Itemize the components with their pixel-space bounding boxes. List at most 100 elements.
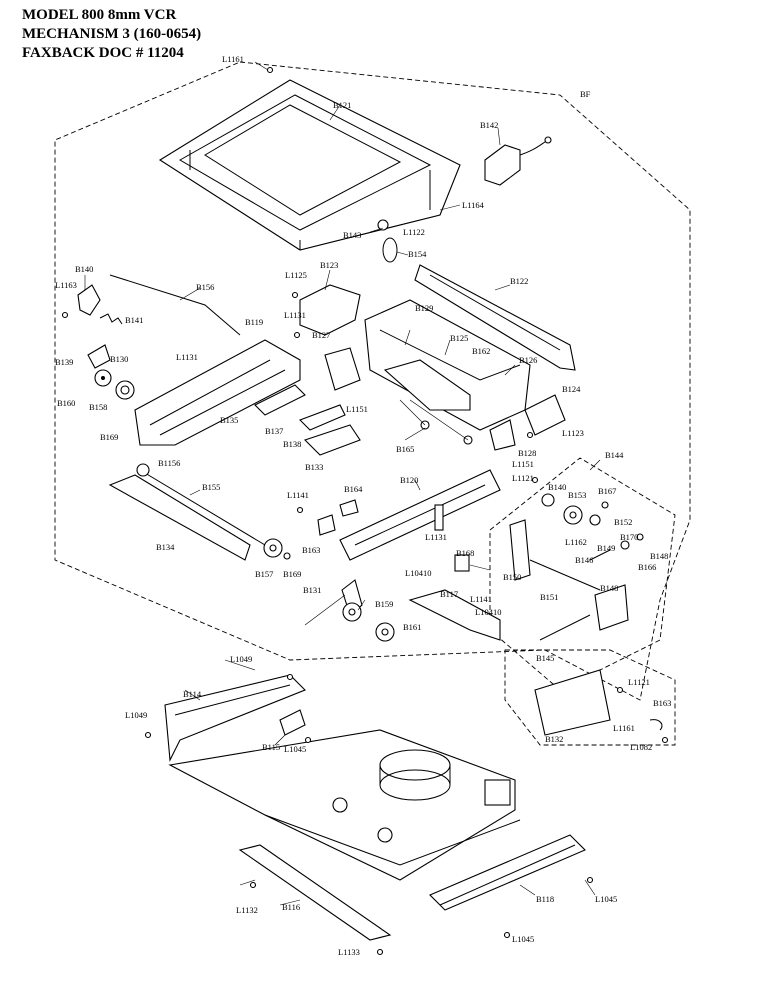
part-b132-bracket <box>534 669 611 736</box>
label-b117: B117 <box>440 589 458 599</box>
faxback-doc-title: FAXBACK DOC # 11204 <box>22 45 184 61</box>
label-b116: B116 <box>282 902 300 912</box>
label-b140-top: B140 <box>75 264 93 274</box>
label-l1045-upper: L1045 <box>284 744 306 754</box>
label-b114: B114 <box>183 689 202 699</box>
label-l1131-mid: L1131 <box>176 352 198 362</box>
part-b156-wire <box>109 274 241 336</box>
label-l1133: L1133 <box>338 947 360 957</box>
part-b148-bracket <box>594 584 629 631</box>
label-b162: B162 <box>472 346 490 356</box>
part-l1082-spring <box>649 719 663 731</box>
part-b157-gear <box>263 538 283 558</box>
part-b121-cassette-frame <box>158 79 461 251</box>
part-b149-spring <box>589 549 611 561</box>
label-b150: B150 <box>503 572 521 582</box>
label-b127: B127 <box>312 330 330 340</box>
label-l1122: L1122 <box>403 227 425 237</box>
label-b124: B124 <box>562 384 581 394</box>
part-b161-gear <box>375 622 395 642</box>
part-b152-washer <box>589 514 601 526</box>
part-b114-left-plate <box>164 674 306 762</box>
label-b137: B137 <box>265 426 283 436</box>
part-b166-washer <box>620 540 630 550</box>
label-b159: B159 <box>375 599 393 609</box>
part-b159-gear <box>342 602 362 622</box>
part-b155-shaft <box>139 469 266 546</box>
part-b138-arm <box>299 404 346 431</box>
label-l1141-left: L1141 <box>287 490 309 500</box>
label-b170: B170 <box>620 532 638 542</box>
mechanism-title: MECHANISM 3 (160-0654) <box>22 26 202 42</box>
label-b120: B120 <box>400 475 418 485</box>
part-b134-shaft-plate <box>108 474 251 561</box>
label-b138: B138 <box>283 439 301 449</box>
label-b169-left: B169 <box>100 432 118 442</box>
part-b163-block <box>317 514 336 536</box>
label-b166: B166 <box>638 562 656 572</box>
part-labels: L1161 B121 BF B142 L1164 B143 L1122 B154… <box>55 54 671 957</box>
part-b116-rail <box>238 844 392 941</box>
label-b126: B126 <box>519 355 537 365</box>
label-l1161-lower: L1161 <box>613 723 635 733</box>
label-b163-center: B163 <box>302 545 320 555</box>
label-b122: B122 <box>510 276 528 286</box>
label-b163-right: B163 <box>653 698 671 708</box>
part-b135-plate <box>254 384 306 416</box>
label-l1162: L1162 <box>565 537 587 547</box>
label-l1131-top: L1131 <box>284 310 306 320</box>
part-b153-gear <box>563 505 583 525</box>
label-b148-right: B148 <box>650 551 668 561</box>
label-b151: B151 <box>540 592 558 602</box>
part-main-chassis <box>168 729 521 881</box>
label-b169-lower: B169 <box>283 569 301 579</box>
part-b151-wire <box>529 559 601 591</box>
part-b169-washer <box>283 552 291 560</box>
label-b119: B119 <box>245 317 263 327</box>
label-b144: B144 <box>605 450 624 460</box>
label-l1045-bottom: L1045 <box>512 934 534 944</box>
label-b134: B134 <box>156 542 175 552</box>
part-b122-side-bracket <box>414 264 576 371</box>
label-b146: B146 <box>575 555 593 565</box>
label-l1123: L1123 <box>562 428 584 438</box>
label-b153: B153 <box>568 490 586 500</box>
label-l1161: L1161 <box>222 54 244 64</box>
part-b164-block <box>339 499 359 517</box>
label-b125: B125 <box>450 333 468 343</box>
part-b140-pulley <box>541 493 555 507</box>
part-b141-spring <box>99 313 123 325</box>
label-b145: B145 <box>536 653 554 663</box>
part-b158-gear <box>94 369 112 387</box>
label-b167: B167 <box>598 486 616 496</box>
label-l1121-lower: L1121 <box>628 677 650 687</box>
label-b133: B133 <box>305 462 323 472</box>
label-l1125: L1125 <box>285 270 307 280</box>
label-l1045-right: L1045 <box>595 894 617 904</box>
part-b130-gear <box>115 380 135 400</box>
label-b135: B135 <box>220 415 238 425</box>
leader-lines <box>84 61 601 906</box>
part-b143-pulley <box>377 219 389 231</box>
label-b165: B165 <box>396 444 414 454</box>
label-b141: B141 <box>125 315 143 325</box>
part-b170-screw <box>636 533 644 541</box>
label-l1131-center: L1131 <box>425 532 447 542</box>
label-b161: B161 <box>403 622 421 632</box>
label-b123: B123 <box>320 260 338 270</box>
document-header: MODEL 800 8mm VCR MECHANISM 3 (160-0654)… <box>22 6 201 63</box>
label-b164: B164 <box>344 484 363 494</box>
part-b123-bracket <box>299 284 361 336</box>
label-b143: B143 <box>343 230 361 240</box>
label-b152: B152 <box>614 517 632 527</box>
label-b118: B118 <box>536 894 554 904</box>
part-b154-belt <box>382 237 398 263</box>
label-l1049-left: L1049 <box>125 710 147 720</box>
label-b168: B168 <box>456 548 474 558</box>
part-b119-side-plate <box>134 339 301 446</box>
label-l1163: L1163 <box>55 280 77 290</box>
label-l1164: L1164 <box>462 200 485 210</box>
part-b139-cam <box>87 344 111 369</box>
label-b160: B160 <box>57 398 75 408</box>
